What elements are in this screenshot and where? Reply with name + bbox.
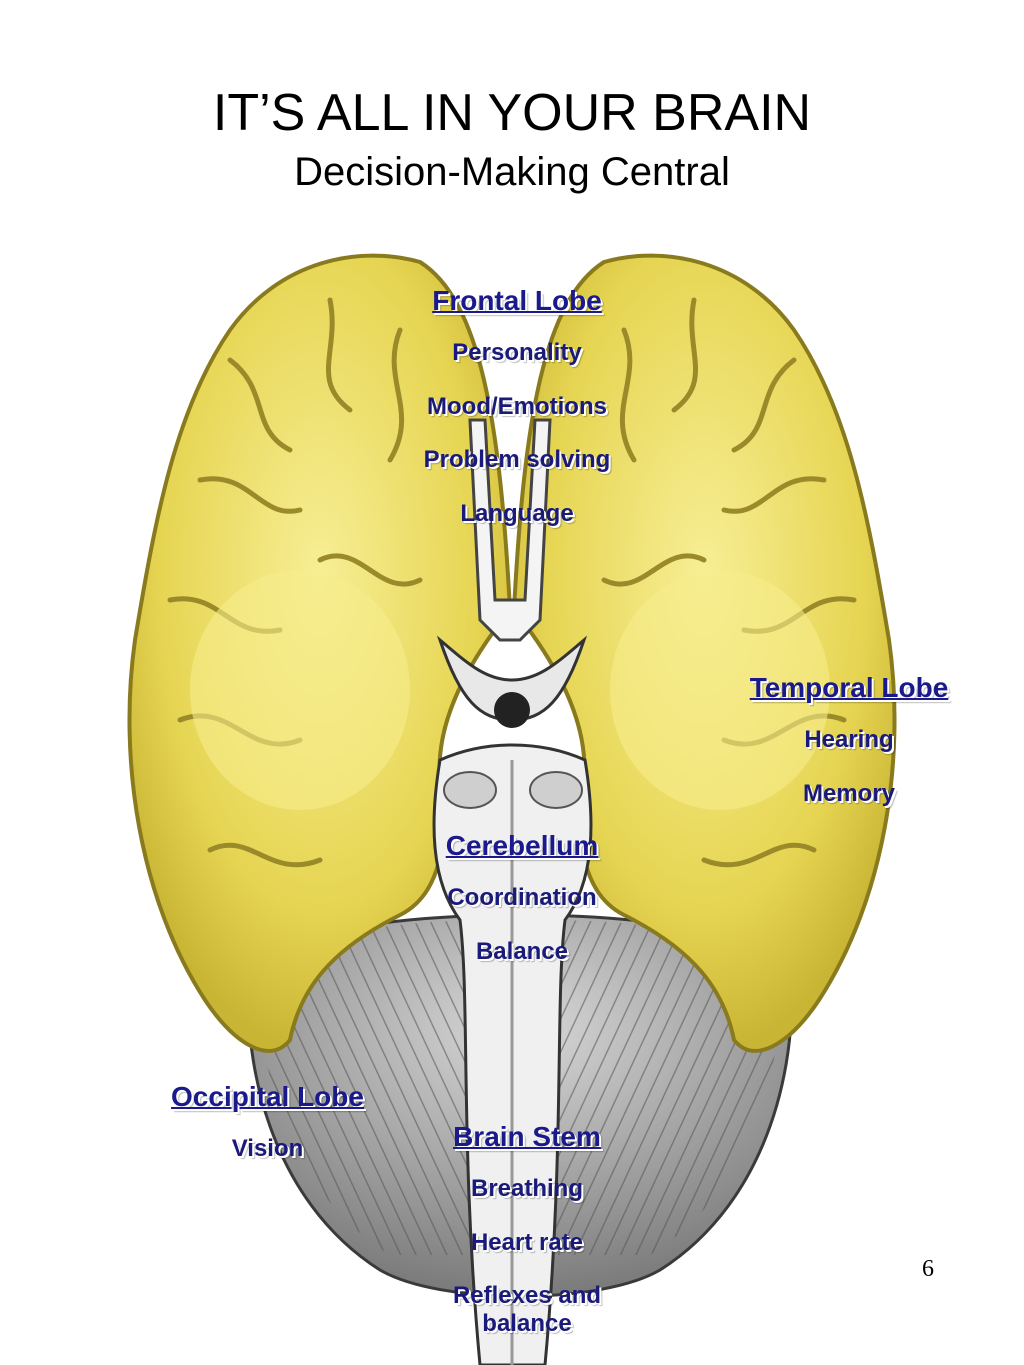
cerebellum-heading: Cerebellum [445, 830, 599, 861]
frontal-item-personality: Personality [452, 339, 582, 366]
temporal-item-memory: Memory [802, 779, 896, 807]
temporal-lobe-label: Temporal Lobe Hearing Memory [718, 672, 980, 833]
optic-chiasm-shape [436, 418, 588, 728]
occipital-item-vision: Vision [231, 1135, 304, 1162]
occipital-lobe-heading: Occipital Lobe [171, 1081, 364, 1112]
frontal-item-problem-solving: Problem solving [423, 446, 611, 474]
frontal-lobe-label: Frontal Lobe Personality Mood/Emotions P… [372, 285, 662, 553]
brainstem-item-heart-rate: Heart rate [470, 1228, 584, 1256]
brain-stem-label: Brain Stem Breathing Heart rate Reflexes… [412, 1121, 642, 1337]
occipital-lobe-label: Occipital Lobe Vision [140, 1081, 395, 1189]
slide-title: IT’S ALL IN YOUR BRAIN [212, 84, 812, 142]
cerebellum-item-balance: Balance [475, 937, 569, 965]
cerebellum-item-coordination: Coordination [447, 884, 597, 911]
brainstem-item-reflexes: Reflexes and balance [452, 1282, 602, 1337]
frontal-lobe-heading: Frontal Lobe [432, 285, 602, 316]
frontal-item-language: Language [460, 499, 574, 527]
brain-stem-shape [432, 743, 593, 1365]
slide-subtitle: Decision-Making Central [294, 150, 730, 194]
brainstem-item-breathing: Breathing [470, 1175, 583, 1202]
left-hemisphere-shape [127, 253, 513, 1053]
temporal-item-hearing: Hearing [804, 726, 894, 753]
right-hemisphere-shape [511, 253, 897, 1053]
brain-stem-heading: Brain Stem [453, 1121, 601, 1152]
frontal-item-mood: Mood/Emotions [427, 392, 607, 420]
page-number: 6 [922, 1256, 934, 1282]
cerebellum-label: Cerebellum Coordination Balance [392, 830, 652, 991]
temporal-lobe-heading: Temporal Lobe [749, 672, 949, 703]
